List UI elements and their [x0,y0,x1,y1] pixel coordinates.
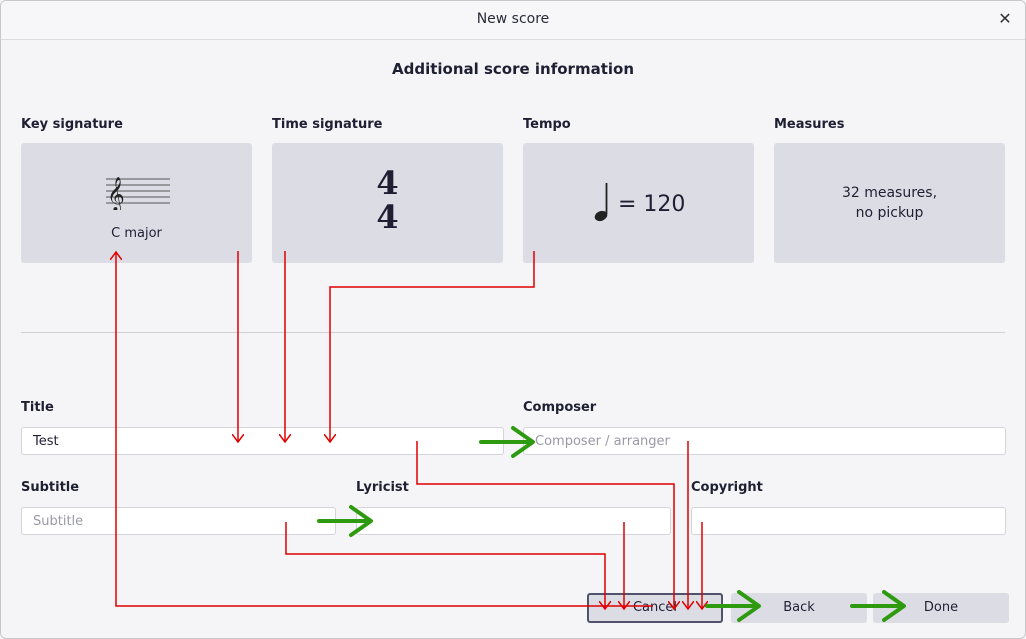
time-signature-card[interactable]: 4 4 [272,143,503,263]
composer-label: Composer [523,400,597,415]
tempo-card[interactable]: = 120 [523,143,754,263]
lyricist-label: Lyricist [356,480,409,495]
copyright-input[interactable] [691,507,1006,535]
time-signature-numerator: 4 [376,164,399,202]
cancel-button[interactable]: Cancel [587,593,723,623]
done-button[interactable]: Done [873,593,1009,623]
svg-text:𝄞: 𝄞 [107,177,125,210]
time-signature-label: Time signature [272,117,383,132]
back-button[interactable]: Back [731,593,867,623]
lyricist-input[interactable] [356,507,671,535]
measures-line-2: no pickup [855,205,924,221]
treble-staff-icon: 𝄞 [106,177,170,210]
tempo-label: Tempo [523,117,571,132]
composer-input[interactable] [523,427,1006,455]
copyright-label: Copyright [691,480,763,495]
quarter-note-icon [594,183,608,222]
section-heading: Additional score information [391,60,635,78]
key-signature-value: C major [111,226,162,241]
time-signature-denominator: 4 [376,198,399,236]
key-signature-card[interactable]: 𝄞 C major [21,143,252,263]
subtitle-input[interactable] [21,507,336,535]
title-bar: New score ✕ [1,1,1025,40]
title-input[interactable] [21,427,504,455]
window-title: New score [476,11,550,27]
tempo-value: = 120 [618,192,686,217]
title-label: Title [21,400,54,415]
measures-card[interactable]: 32 measures, no pickup [774,143,1005,263]
measures-label: Measures [774,117,845,132]
focus-arrow [330,251,535,441]
subtitle-label: Subtitle [21,480,80,495]
close-icon[interactable]: ✕ [998,9,1012,28]
measures-line-1: 32 measures, [841,185,938,201]
divider [21,332,1005,333]
key-signature-label: Key signature [21,117,123,132]
